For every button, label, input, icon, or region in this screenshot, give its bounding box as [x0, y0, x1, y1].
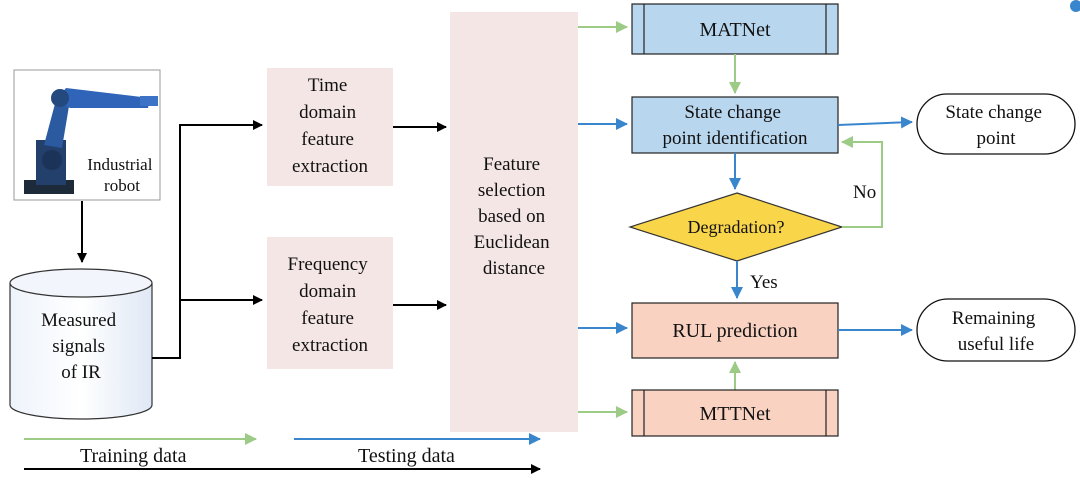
- matnet-box: [631, 3, 839, 55]
- corner-badge-icon: [1070, 0, 1080, 12]
- matnet-label: MATNet: [699, 19, 771, 41]
- rul-prediction-box: [631, 302, 839, 359]
- mttnet-box: [631, 389, 839, 437]
- measured-signals-label: Measured signals of IR: [41, 310, 121, 383]
- rul-prediction-label: RUL prediction: [672, 320, 797, 342]
- state-change-point-terminal: [916, 93, 1076, 155]
- time-domain-box: [267, 68, 393, 186]
- state-change-point-label: State change point: [945, 102, 1046, 149]
- state-change-identification-box: [631, 96, 839, 154]
- legend-testing-label: Testing data: [358, 445, 455, 467]
- time-domain-label: Time domain feature extraction: [292, 75, 368, 177]
- robot-label: Industrial robot: [87, 155, 156, 195]
- yes-label: Yes: [750, 272, 778, 293]
- feature-selection-label: Feature selection based on Euclidean dis…: [474, 154, 555, 279]
- state-change-identification-label: State change point identification: [662, 102, 808, 149]
- arrow-signals-to-time: [152, 120, 263, 359]
- mttnet-label: MTTNet: [699, 403, 771, 425]
- frequency-domain-label: Frequency domain feature extraction: [288, 254, 373, 356]
- legend-training-label: Training data: [80, 445, 187, 467]
- industrial-robot-image: [13, 69, 161, 201]
- arrow-no-loop: [841, 136, 883, 228]
- feature-selection-box: [450, 12, 578, 432]
- degradation-label: Degradation?: [688, 217, 785, 237]
- frequency-domain-box: [267, 237, 393, 369]
- remaining-useful-life-label: Remaining useful life: [952, 308, 1040, 355]
- measured-signals-cylinder: [9, 268, 153, 420]
- remaining-useful-life-terminal: [916, 298, 1076, 362]
- no-label: No: [853, 182, 876, 203]
- arrow-to-state-change-point: [837, 116, 913, 129]
